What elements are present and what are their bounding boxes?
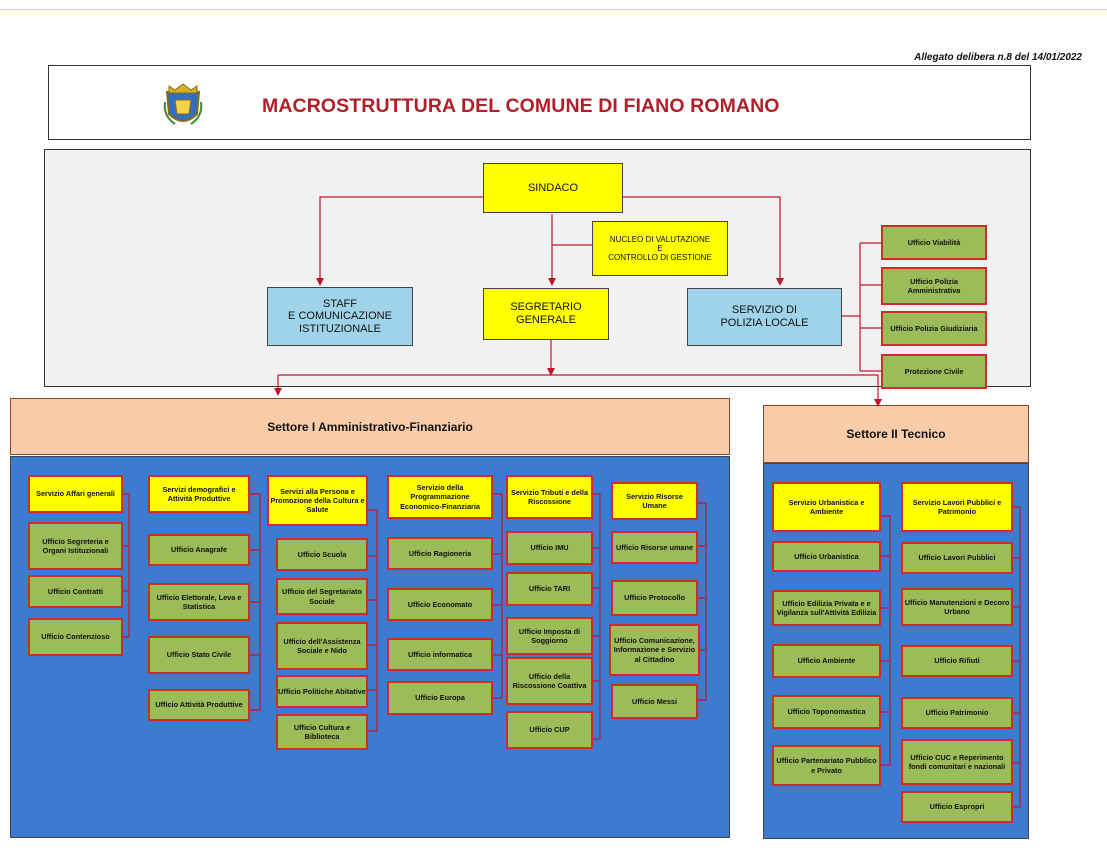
coat-of-arms-icon: [163, 83, 203, 125]
staff-line-1: STAFF: [322, 297, 357, 310]
nucleo-line-1: NUCLEO DI VALUTAZIONE: [609, 234, 711, 244]
protezione-civile: Protezione Civile: [881, 354, 987, 389]
ufficio-contenzioso: Ufficio Contenzioso: [28, 618, 123, 656]
ufficio-patrimonio: Ufficio Patrimonio: [901, 697, 1013, 729]
ufficio-protocollo: Ufficio Protocollo: [611, 580, 698, 616]
ufficio-riscossione-coattiva: Ufficio della Riscossione Coattiva: [506, 657, 593, 705]
polizia-box: SERVIZIO DI POLIZIA LOCALE: [687, 288, 842, 346]
ufficio-ragioneria: Ufficio Ragioneria: [387, 537, 493, 570]
settore1-header: Settore I Amministrativo-Finanziario: [10, 398, 730, 455]
servizio-programmazione: Servizio della Programmazione Economico-…: [387, 475, 493, 519]
ufficio-ambiente: Ufficio Ambiente: [772, 644, 881, 678]
ufficio-espropri: Ufficio Espropri: [901, 791, 1013, 823]
ufficio-imu: Ufficio IMU: [506, 531, 593, 565]
staff-line-3: ISTITUZIONALE: [299, 322, 381, 335]
ufficio-scuola: Ufficio Scuola: [276, 538, 368, 571]
ufficio-manutenzioni: Ufficio Manutenzioni e Decoro Urbano: [901, 588, 1013, 626]
ufficio-segreteria: Ufficio Segreteria e Organi Istituzional…: [28, 522, 123, 570]
ufficio-imposta-soggiorno: Ufficio Imposta di Soggiorno: [506, 617, 593, 655]
ufficio-cuc: Ufficio CUC e Reperimento fondi comunita…: [901, 739, 1013, 785]
ufficio-informatica: Ufficio informatica: [387, 638, 493, 671]
ufficio-attivita-produttive: Ufficio Attività Produttive: [148, 689, 250, 721]
page-title: MACROSTRUTTURA DEL COMUNE DI FIANO ROMAN…: [262, 95, 780, 117]
staff-line-2: E COMUNICAZIONE: [288, 310, 392, 323]
ufficio-polizia-amministrativa: Ufficio Polizia Amministrativa: [881, 267, 987, 305]
settore2-header: Settore II Tecnico: [763, 405, 1029, 463]
ufficio-comunicazione: Ufficio Comunicazione, Informazione e Se…: [609, 624, 700, 676]
ufficio-contratti: Ufficio Contratti: [28, 575, 123, 608]
ufficio-partenariato: Ufficio Partenariato Pubblico e Privato: [772, 745, 881, 786]
segretario-line-1: SEGRETARIO: [510, 301, 582, 314]
allegato-label: Allegato delibera n.8 del 14/01/2022: [914, 52, 1082, 63]
servizio-affari-generali: Servizio Affari generali: [28, 475, 123, 513]
ufficio-cultura-biblioteca: Ufficio Cultura e Biblioteca: [276, 714, 368, 750]
servizi-demografici: Servizi demografici e Attività Produttiv…: [148, 475, 250, 513]
ufficio-europa: Ufficio Europa: [387, 681, 493, 715]
servizio-lavori-pubblici: Servizio Lavori Pubblici e Patrimonio: [901, 482, 1013, 532]
title-box: [48, 65, 1031, 140]
ufficio-edilizia-privata: Ufficio Edilizia Privata e e Vigilanza s…: [772, 590, 881, 626]
ufficio-elettorale: Ufficio Elettorale, Leva e Statistica: [148, 583, 250, 621]
servizi-alla-persona: Servizi alla Persona e Promozione della …: [267, 475, 368, 526]
polizia-line-1: SERVIZIO DI: [731, 304, 798, 317]
staff-box: STAFF E COMUNICAZIONE ISTITUZIONALE: [267, 287, 413, 346]
polizia-line-2: POLIZIA LOCALE: [720, 317, 809, 329]
segretario-box: SEGRETARIO GENERALE: [483, 288, 609, 340]
nucleo-line-3: CONTROLLO DI GESTIONE: [608, 253, 712, 263]
ufficio-lavori-pubblici: Ufficio Lavori Pubblici: [901, 542, 1013, 574]
sindaco-label: SINDACO: [527, 181, 579, 194]
segretario-line-2: GENERALE: [516, 314, 576, 326]
ufficio-politiche-abitative: Ufficio Politiche Abitative: [276, 675, 368, 708]
ufficio-rifiuti: Ufficio Rifiuti: [901, 645, 1013, 677]
ufficio-anagrafe: Ufficio Anagrafe: [148, 534, 250, 566]
servizio-risorse-umane: Servizio Risorse Umane: [611, 482, 698, 520]
nucleo-line-2: E: [657, 243, 663, 253]
ufficio-urbanistica: Ufficio Urbanistica: [772, 541, 881, 572]
sindaco-box: SINDACO: [483, 163, 623, 213]
ufficio-viabilita: Ufficio Viabilità: [881, 225, 987, 260]
ufficio-polizia-giudiziaria: Ufficio Polizia Giudiziaria: [881, 311, 987, 346]
ufficio-tari: Ufficio TARI: [506, 572, 593, 606]
servizio-tributi: Servizio Tributi e della Riscossione: [506, 475, 593, 519]
ufficio-messi: Ufficio Messi: [611, 684, 698, 719]
ufficio-cup: Ufficio CUP: [506, 711, 593, 749]
ufficio-risorse-umane: Ufficio Risorse umane: [611, 531, 698, 564]
servizio-urbanistica-ambiente: Servizio Urbanistica e Ambiente: [772, 482, 881, 532]
ufficio-toponomastica: Ufficio Toponomastica: [772, 695, 881, 729]
ufficio-stato-civile: Ufficio Stato Civile: [148, 636, 250, 674]
top-divider: [0, 9, 1107, 10]
nucleo-box: NUCLEO DI VALUTAZIONE E CONTROLLO DI GES…: [592, 221, 728, 276]
ufficio-assistenza-sociale: Ufficio dell'Assistenza Sociale e Nido: [276, 622, 368, 670]
ufficio-economato: Ufficio Economato: [387, 588, 493, 621]
ufficio-segretariato-sociale: Ufficio del Segretariato Sociale: [276, 578, 368, 615]
